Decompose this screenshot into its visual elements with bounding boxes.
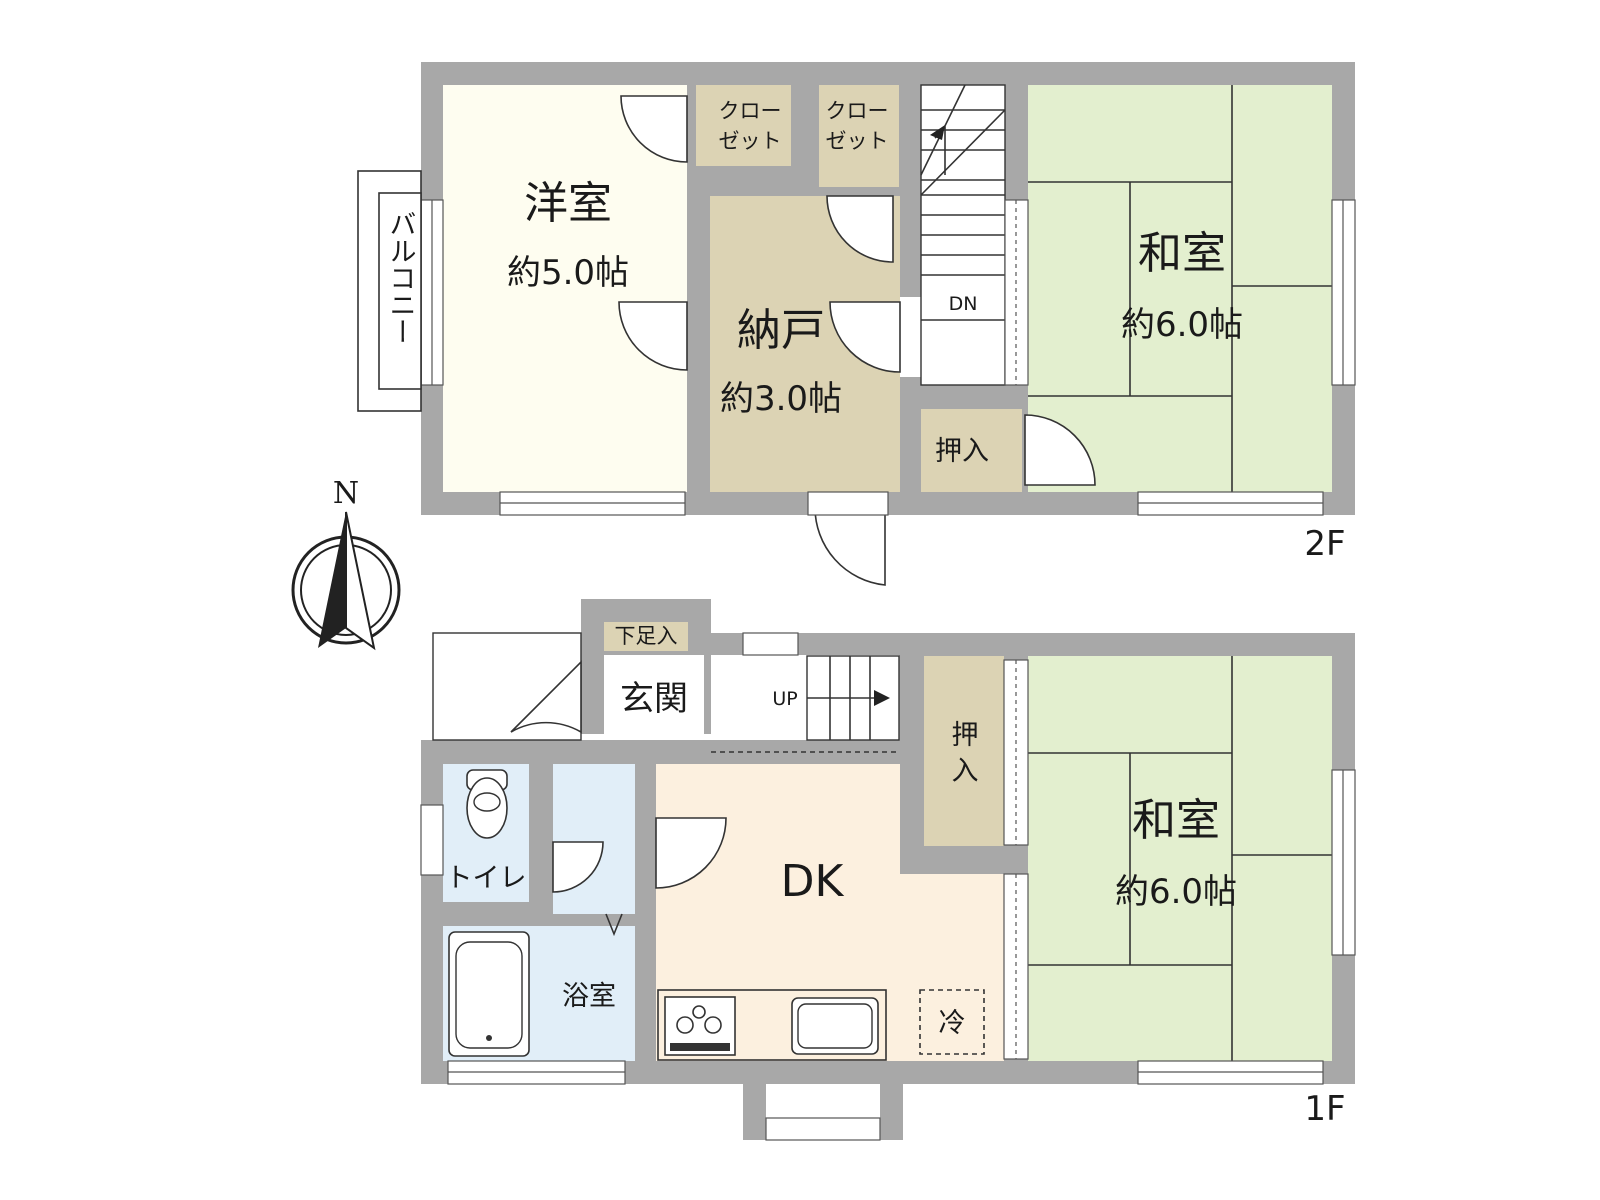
storage-room-name: 納戸 (737, 305, 825, 356)
oshiire-2f (921, 409, 1022, 492)
japanese-room-2f (1028, 85, 1332, 492)
bathtub-icon (448, 931, 530, 1057)
fridge-label: 冷 (939, 1008, 966, 1039)
oshiire-1f-line1: 押 (952, 720, 979, 751)
shoe-storage-label: 下足入 (615, 624, 678, 648)
doors-2f (618, 95, 1096, 586)
stairs-1f: UP (772, 655, 900, 741)
toilet-label: トイレ (446, 863, 527, 894)
bath-door-marker (605, 913, 623, 937)
door-swing-storage (829, 301, 901, 373)
shoe-storage (604, 622, 688, 651)
door-swing-western (618, 301, 688, 371)
japanese-room-2f-size: 約6.0帖 (1121, 305, 1243, 345)
door-swing-storage-closet (826, 195, 894, 263)
japanese-room-2f-name: 和室 (1138, 228, 1226, 279)
compass-north-label: N (333, 476, 359, 511)
entrance (604, 655, 704, 740)
japanese-room-1f-name: 和室 (1132, 795, 1220, 846)
closet-1 (696, 85, 791, 166)
closet-2-line2: ゼット (826, 129, 889, 153)
storage-room-size: 約3.0帖 (720, 379, 842, 419)
sink-icon (791, 997, 879, 1055)
closet-2 (819, 85, 899, 187)
hall-connector-2f (900, 297, 921, 377)
floor-1f-label: 1F (1304, 1089, 1345, 1129)
japanese-room-1f-size: 約6.0帖 (1115, 872, 1237, 912)
compass-needle-dark (318, 512, 346, 648)
doors-1f (510, 660, 727, 937)
tatami-lines-1f (1028, 656, 1332, 1061)
western-room-size: 約5.0帖 (507, 253, 629, 293)
oshiire-1f (924, 656, 1004, 846)
fridge-space (919, 989, 985, 1055)
dk-label: DK (781, 856, 845, 907)
toilet-icon (466, 769, 508, 839)
stair-arrow-2f (930, 125, 945, 140)
compass: N (291, 476, 401, 651)
japanese-room-1f (1028, 656, 1332, 1061)
stairs-dn-label: DN (949, 293, 978, 315)
western-room-name: 洋室 (524, 178, 612, 229)
stairs-up-label: UP (772, 688, 797, 710)
stair-arrow-1f (874, 690, 890, 706)
washroom (553, 764, 635, 914)
door-swing-oshiire-2f (1024, 414, 1096, 486)
closet-2-line1: クロー (826, 99, 889, 123)
south-bay (766, 1084, 880, 1118)
kitchen-counter: 冷 (657, 989, 985, 1061)
door-swing-entrance (510, 660, 582, 734)
door-swing-western-closet (620, 95, 688, 163)
floor-2f-label: 2F (1304, 524, 1345, 564)
floor-1f: UP 冷 (420, 599, 1356, 1141)
stairs-2f: DN (920, 84, 1006, 386)
bathroom-label: 浴室 (562, 981, 616, 1012)
closet-1-line1: クロー (719, 99, 782, 123)
compass-needle-light (345, 511, 376, 651)
windows-1f (420, 632, 1356, 1141)
balcony: バルコニー (357, 170, 422, 412)
door-swing-balcony-south (814, 506, 886, 586)
balcony-label: バルコニー (385, 210, 416, 345)
door-swing-dk (655, 817, 727, 889)
oshiire-2f-label: 押入 (935, 436, 989, 467)
tatami-lines-2f (1028, 85, 1332, 492)
oshiire-1f-line2: 入 (952, 756, 979, 787)
floor-2f: DN バルコニー (357, 62, 1356, 586)
entrance-label: 玄関 (620, 679, 688, 719)
windows-2f (420, 199, 1356, 516)
western-room (443, 85, 687, 492)
door-swing-toilet (552, 841, 604, 893)
closet-1-line2: ゼット (719, 129, 782, 153)
